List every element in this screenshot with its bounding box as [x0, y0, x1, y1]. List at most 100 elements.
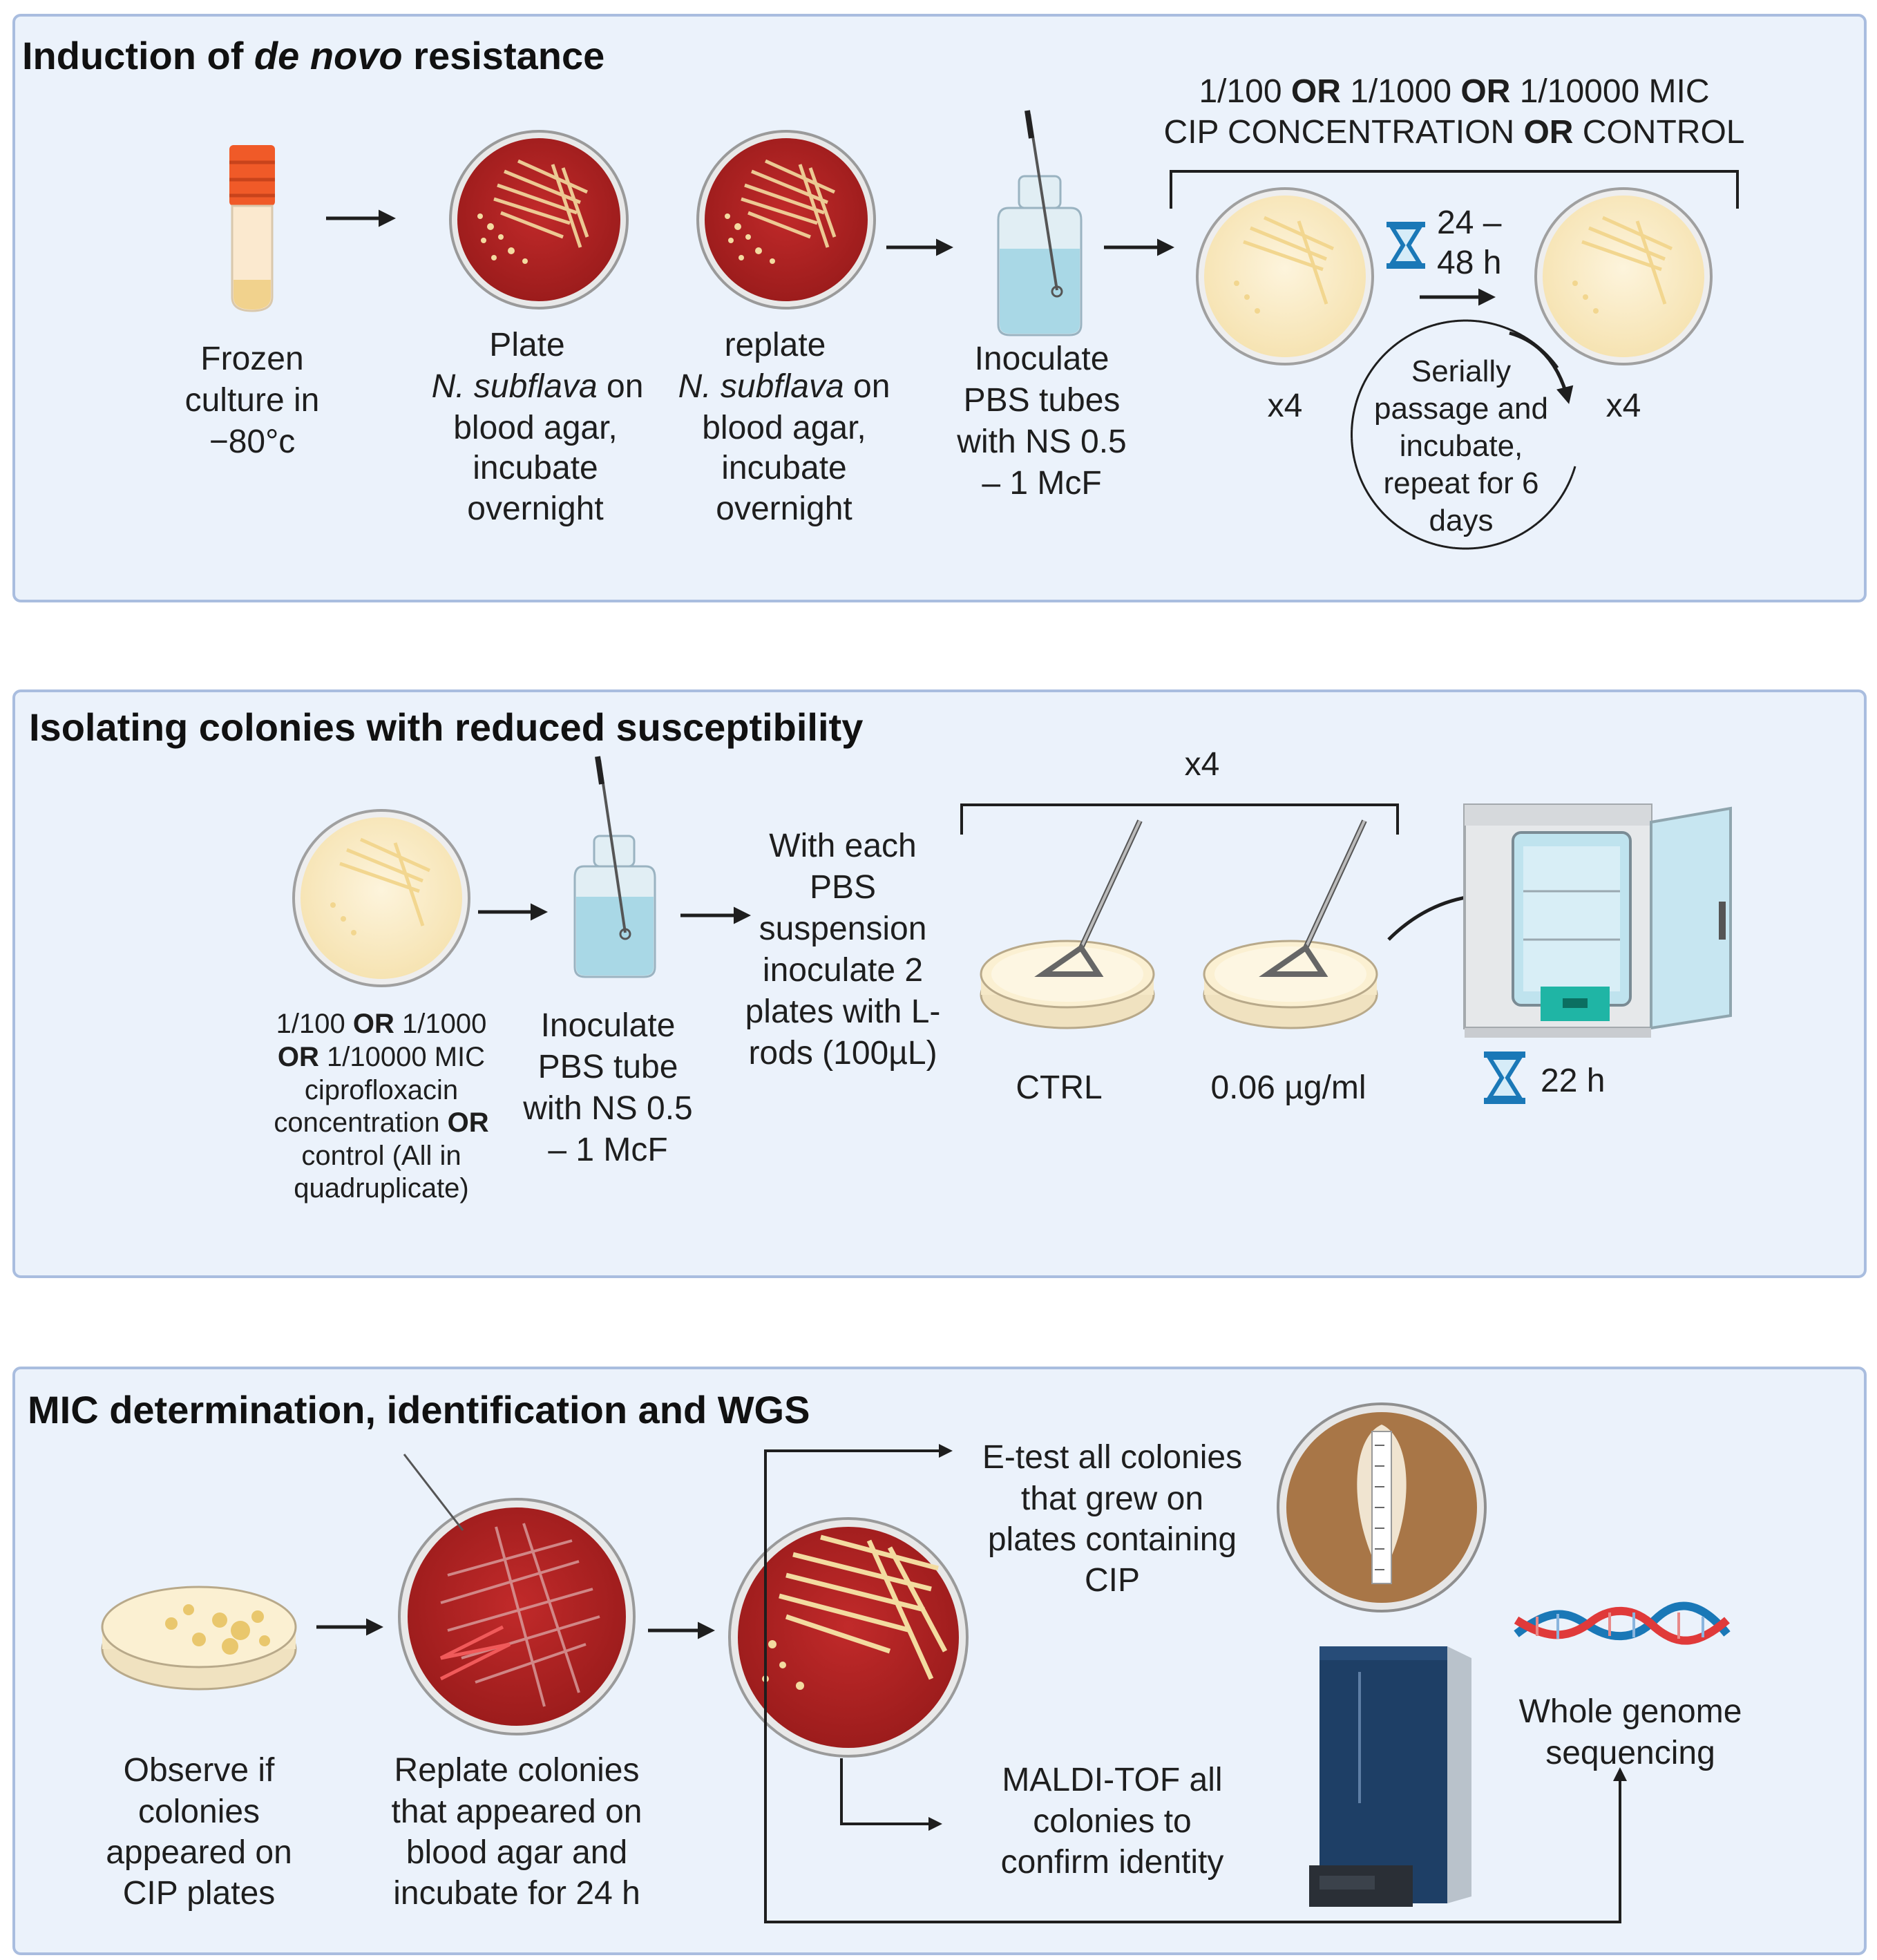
incubation-time: 24 –: [1437, 204, 1502, 241]
incubation-time: 22 h: [1541, 1063, 1605, 1099]
svg-text:replate: replate: [725, 327, 826, 363]
inoculate-caption: Inoculate PBS tube with NS 0.5 – 1 McF: [522, 1007, 692, 1168]
svg-text:– 1 McF: – 1 McF: [548, 1132, 667, 1168]
svg-text:blood agar,: blood agar,: [453, 410, 618, 446]
blood-agar-plate-icon: [696, 130, 876, 310]
svg-text:PBS tubes: PBS tubes: [964, 382, 1121, 419]
step-plate-caption: Plate N. subflava on blood agar, incubat…: [432, 327, 644, 527]
l-rod-icon: [1034, 819, 1143, 977]
svg-text:with NS 0.5: with NS 0.5: [956, 424, 1126, 460]
frozen-tube-icon: [229, 145, 275, 312]
serial-passage-text: incubate,: [1400, 429, 1523, 463]
svg-text:N. subflava on: N. subflava on: [432, 368, 644, 405]
svg-text:culture in: culture in: [185, 382, 320, 419]
svg-text:rods (100µL): rods (100µL): [748, 1035, 937, 1072]
maldi-tof-icon: [1309, 1646, 1471, 1907]
concentration-caption: 1/100 OR 1/1000 OR 1/10000 MIC ciproflox…: [274, 1009, 488, 1203]
arrow: [840, 1758, 942, 1831]
svg-text:−80°c: −80°c: [209, 424, 296, 460]
agar-plate-icon: [1196, 187, 1374, 365]
panel-induction-title: Induction of de novo resistance: [22, 34, 604, 77]
petri-dish-icon: [980, 940, 1155, 1029]
blood-agar-plate-icon: [449, 130, 629, 310]
ctrl-label: CTRL: [1016, 1069, 1102, 1106]
blood-agar-plate-icon: [728, 1517, 969, 1758]
agar-plate-icon: [1534, 187, 1713, 365]
svg-text:colonies to: colonies to: [1033, 1803, 1191, 1840]
petri-dish-icon: [1203, 940, 1378, 1029]
svg-text:ciprofloxacin: ciprofloxacin: [305, 1075, 458, 1105]
svg-text:Plate: Plate: [489, 327, 564, 363]
concentration-label: 0.06 µg/ml: [1210, 1069, 1366, 1106]
svg-text:– 1 McF: – 1 McF: [982, 465, 1101, 502]
bracket: [1170, 170, 1739, 209]
svg-text:that appeared on: that appeared on: [392, 1794, 642, 1830]
hourglass-icon: [1484, 1052, 1525, 1104]
svg-text:Inoculate: Inoculate: [541, 1007, 676, 1044]
hourglass-icon: [1387, 222, 1425, 269]
dna-helix-icon: [1514, 1601, 1731, 1645]
svg-text:MALDI-TOF all: MALDI-TOF all: [1002, 1762, 1222, 1798]
svg-text:blood agar and: blood agar and: [406, 1834, 627, 1871]
svg-text:Observe if: Observe if: [124, 1752, 275, 1789]
svg-text:incubate for 24 h: incubate for 24 h: [393, 1875, 640, 1912]
svg-text:incubate: incubate: [721, 450, 846, 486]
svg-text:overnight: overnight: [716, 491, 852, 527]
svg-text:colonies: colonies: [138, 1794, 260, 1830]
svg-text:1/100 OR 1/1000: 1/100 OR 1/1000: [276, 1009, 487, 1039]
serial-passage-text: repeat for 6: [1383, 466, 1538, 500]
svg-text:Replate colonies: Replate colonies: [394, 1752, 640, 1789]
svg-text:quadruplicate): quadruplicate): [294, 1173, 469, 1203]
svg-text:CIP plates: CIP plates: [123, 1875, 276, 1912]
panel-isolating-title: Isolating colonies with reduced suscepti…: [29, 705, 863, 749]
svg-text:PBS: PBS: [810, 869, 876, 906]
svg-text:incubate: incubate: [473, 450, 598, 486]
blood-agar-plate-icon: [398, 1498, 636, 1735]
svg-text:overnight: overnight: [467, 491, 603, 527]
svg-text:E-test all colonies: E-test all colonies: [982, 1439, 1242, 1476]
bracket: [960, 803, 1399, 835]
serial-passage-text: passage and: [1374, 392, 1548, 426]
loop: [403, 1454, 464, 1531]
etest-plate-icon: [1277, 1402, 1487, 1612]
panel-isolating: [12, 689, 1867, 1278]
panel-mic-title: MIC determination, identification and WG…: [28, 1388, 810, 1431]
svg-text:With each: With each: [769, 828, 916, 864]
replate-caption: Replate colonies that appeared on blood …: [392, 1752, 642, 1912]
petri-dish-icon: [101, 1586, 297, 1691]
maldi-caption: MALDI-TOF all colonies to confirm identi…: [1001, 1762, 1224, 1881]
svg-text:appeared on: appeared on: [106, 1834, 292, 1871]
svg-text:sequencing: sequencing: [1545, 1735, 1715, 1771]
concentration-label: 1/100 OR 1/1000 OR 1/10000 MIC: [1199, 73, 1709, 110]
svg-text:inoculate 2: inoculate 2: [763, 952, 923, 989]
svg-text:control (All in: control (All in: [301, 1141, 461, 1171]
svg-text:with NS 0.5: with NS 0.5: [522, 1090, 692, 1127]
svg-text:confirm identity: confirm identity: [1001, 1844, 1224, 1881]
svg-text:concentration OR: concentration OR: [274, 1107, 488, 1138]
serial-passage-cycle: [1351, 319, 1576, 550]
incubation-time: 48 h: [1437, 245, 1501, 281]
svg-text:Frozen: Frozen: [200, 341, 303, 377]
with-each-caption: With each PBS suspension inoculate 2 pla…: [745, 828, 941, 1072]
svg-text:plates containing: plates containing: [988, 1521, 1237, 1558]
pbs-tube-icon: [997, 110, 1083, 336]
observe-caption: Observe if colonies appeared on CIP plat…: [106, 1752, 292, 1912]
svg-text:plates with L-: plates with L-: [745, 993, 941, 1030]
incubator-icon: [1463, 803, 1732, 1038]
svg-text:Inoculate: Inoculate: [975, 341, 1109, 377]
svg-text:blood agar,: blood agar,: [702, 410, 866, 446]
arrow: [764, 1444, 953, 1637]
agar-plate-icon: [292, 809, 470, 987]
arrow: [1509, 331, 1574, 404]
serial-passage-text: days: [1429, 504, 1494, 537]
wgs-caption: Whole genome sequencing: [1519, 1693, 1742, 1771]
pbs-tube-icon: [573, 756, 656, 978]
replicate-label: x4: [1606, 388, 1641, 424]
step-inoculate-caption: Inoculate PBS tubes with NS 0.5 – 1 McF: [956, 341, 1126, 502]
etest-caption: E-test all colonies that grew on plates …: [982, 1439, 1242, 1599]
svg-text:Whole genome: Whole genome: [1519, 1693, 1742, 1730]
svg-text:CIP: CIP: [1085, 1562, 1140, 1599]
step-frozen-caption: Frozen culture in −80°c: [185, 341, 320, 460]
replicate-label: x4: [1185, 746, 1220, 783]
